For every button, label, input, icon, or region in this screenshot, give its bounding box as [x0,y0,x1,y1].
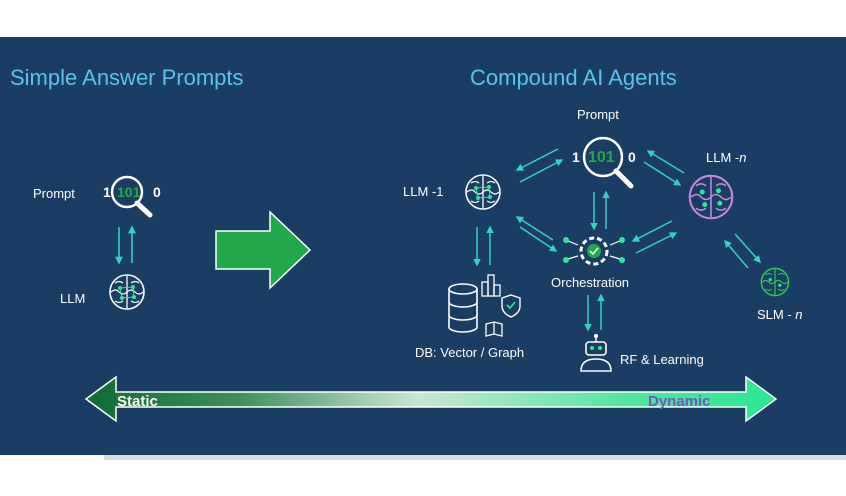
db-label: DB: Vector / Graph [415,345,524,360]
left-magnifier-icon [110,175,153,218]
arrow-orch-to-llm1 [515,216,554,241]
diagram: Simple Answer Prompts Compound AI Agents… [10,65,803,423]
arrow-prompt-to-llm1 [515,148,559,171]
llm1-brain-icon [465,174,501,210]
llm1-label: LLM -1 [403,184,443,199]
right-bit-right: 0 [628,149,636,165]
right-title: Compound AI Agents [470,65,677,90]
slm-brain-icon [760,267,790,297]
slm-label-var: n [795,307,802,322]
slm-label-text: SLM - [757,307,795,322]
llmn-label-text: LLM - [706,150,739,165]
llmn-label-var: n [739,150,746,165]
arrow-llm1-to-orch [519,226,558,252]
slm-label: SLM - n [757,307,803,322]
right-prompt-label: Prompt [577,107,619,122]
left-title: Simple Answer Prompts [10,65,244,90]
llmn-label: LLM -n [706,150,746,165]
arrow-llmn-to-prompt [646,150,685,174]
connectors [473,148,761,332]
right-magnifier-icon [582,136,634,189]
arrow-llmn-to-slm [734,233,761,264]
database-icon [448,274,521,337]
arrow-llmn-to-orch [631,220,673,242]
orchestration-gear-icon [563,236,625,266]
big-arrow-icon [215,210,312,290]
right-bit-middle: 101 [588,149,615,166]
arrow-orch-to-llmn [635,232,678,254]
slide-canvas: Simple Answer Prompts Compound AI Agents… [0,37,846,455]
llmn-brain-icon [688,174,734,220]
left-llm-label: LLM [60,291,85,306]
left-bit-right: 0 [153,184,161,200]
left-bit-left: 1 [103,184,111,200]
rf-label: RF & Learning [620,352,704,367]
orchestration-label: Orchestration [551,275,629,290]
spectrum-start-label: Static [117,393,158,410]
arrow-slm-to-llmn [724,239,749,269]
right-bit-left: 1 [572,149,580,165]
left-prompt-label: Prompt [33,186,75,201]
bottom-bar [104,455,846,460]
left-bit-middle: 101 [117,184,141,200]
arrow-prompt-to-llmn [643,161,682,186]
spectrum-end-label: Dynamic [648,393,711,410]
left-brain-icon [109,274,145,310]
arrow-llm1-to-prompt [519,159,564,183]
spectrum-arrow-icon [84,375,778,423]
robot-icon [580,334,612,372]
